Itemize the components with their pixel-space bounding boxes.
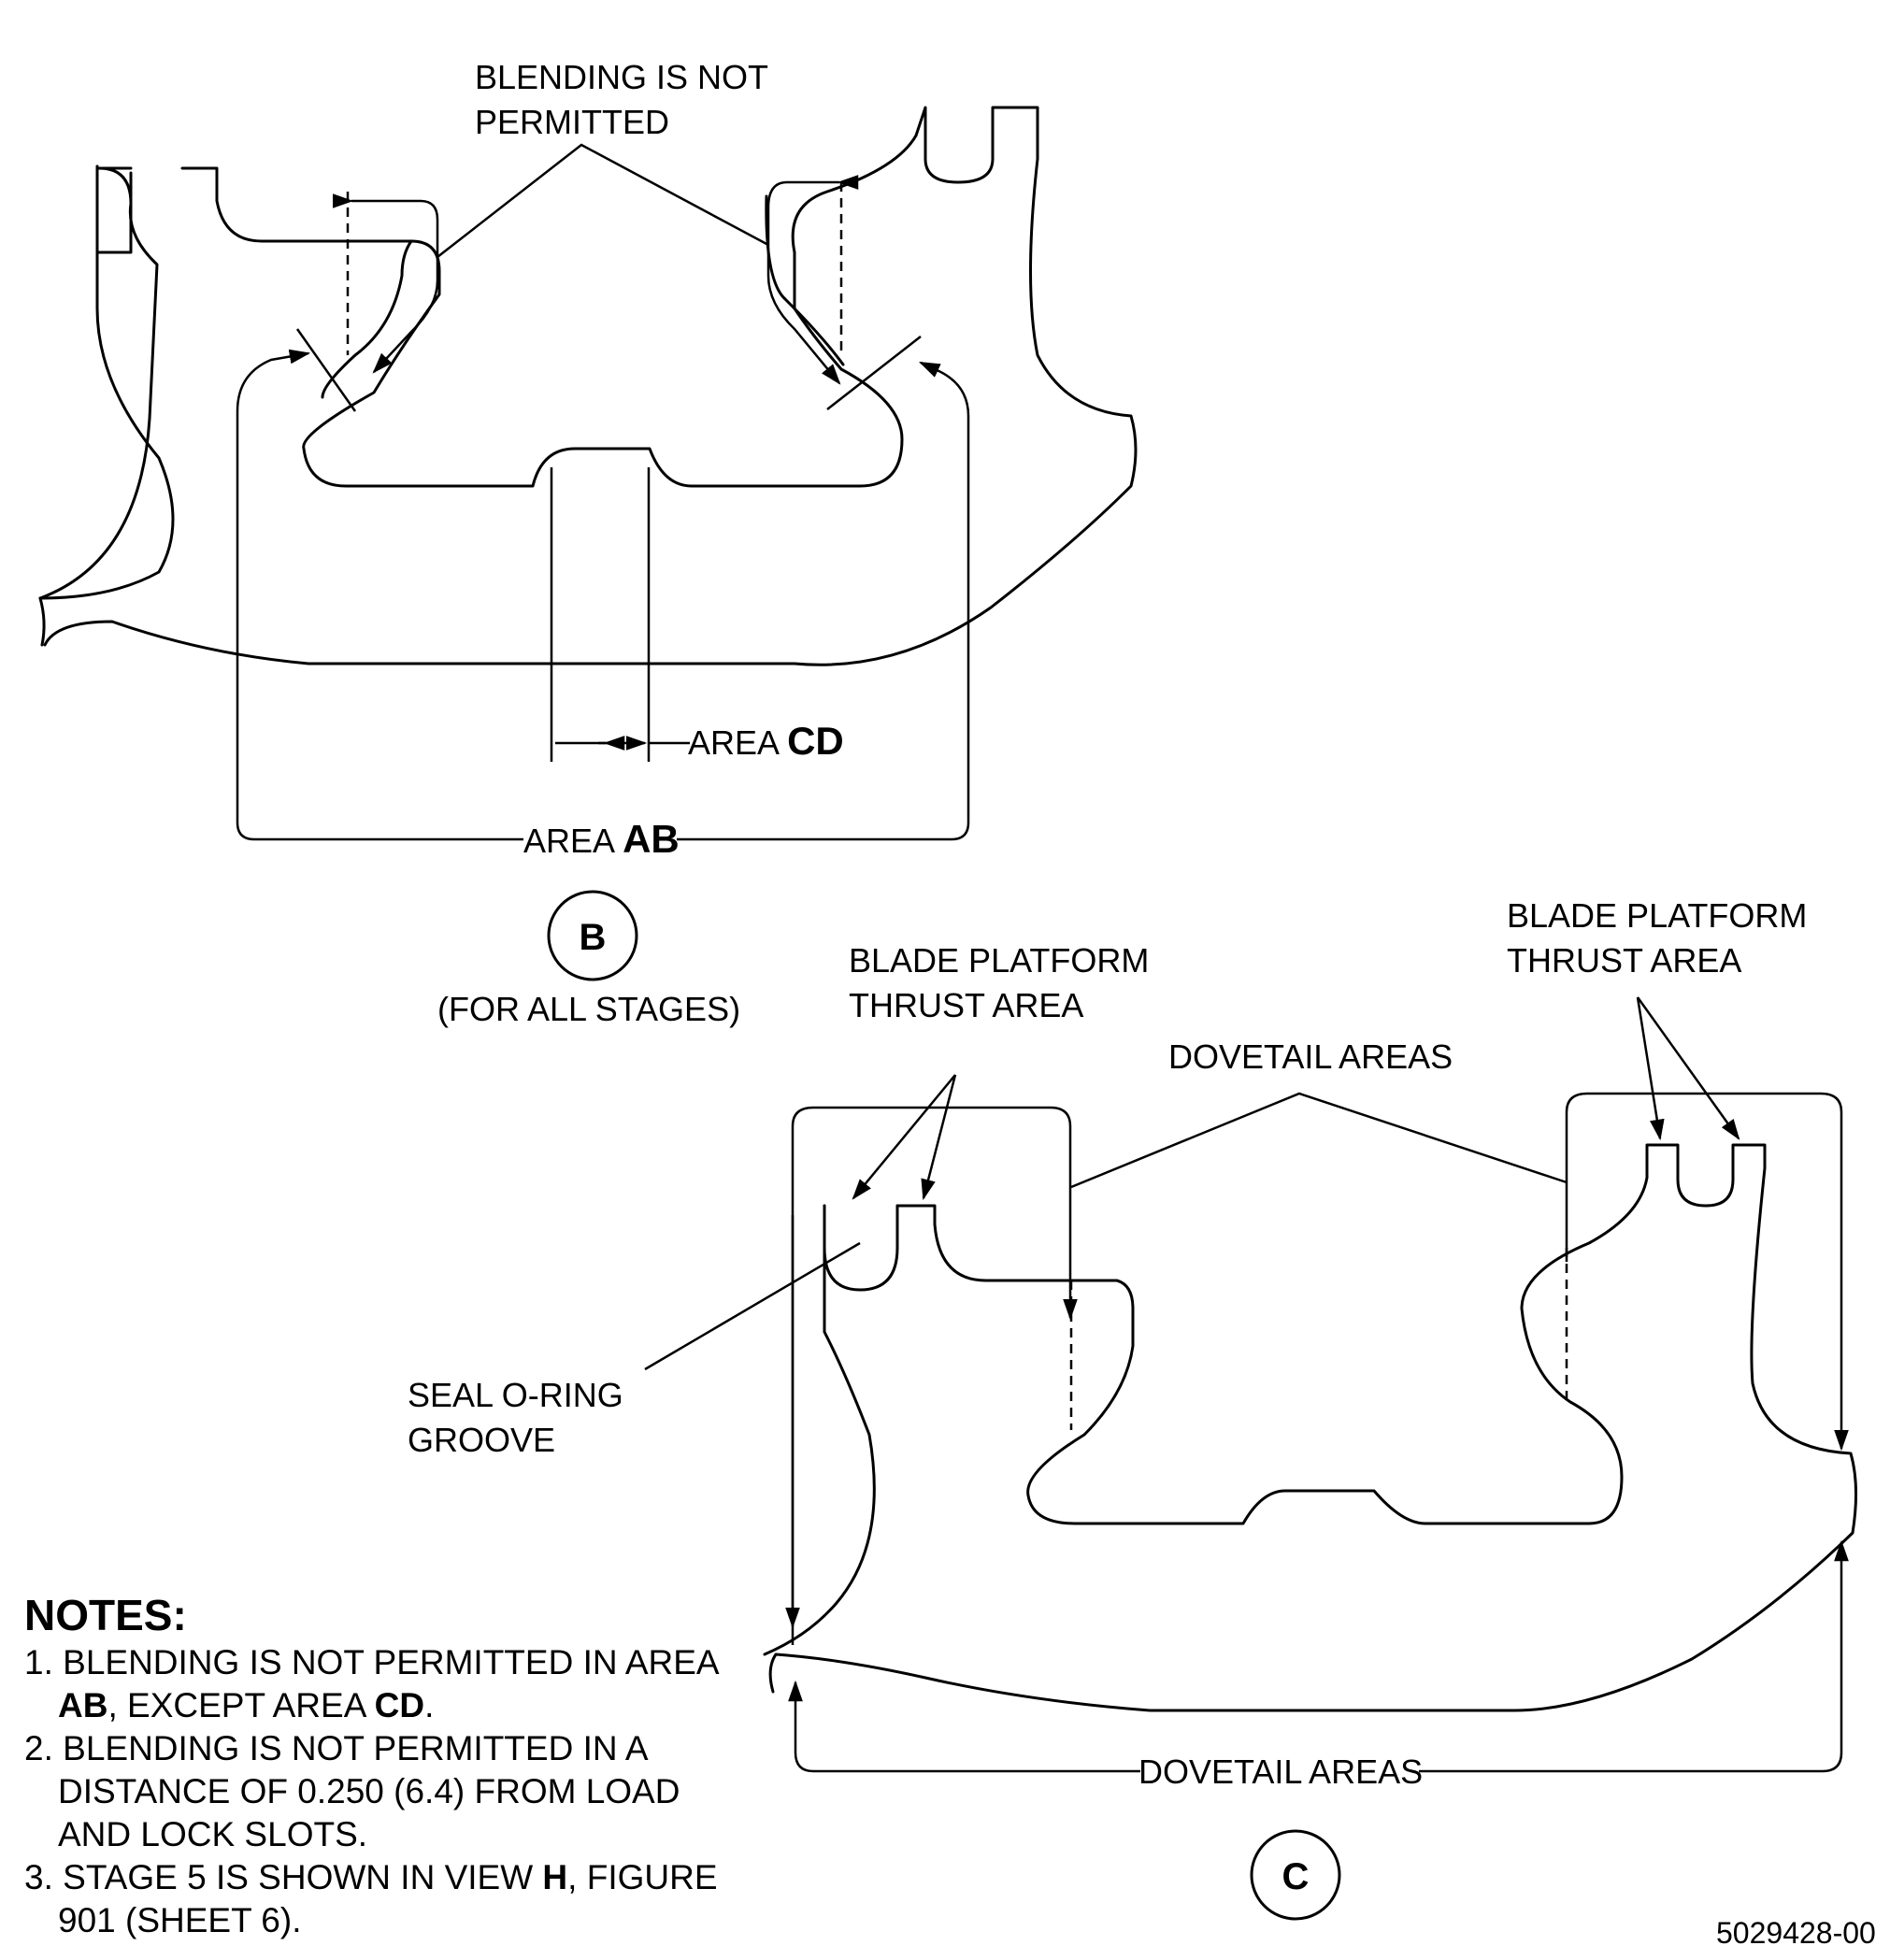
c-seal-leader — [644, 1241, 861, 1371]
left-blade-root — [95, 165, 413, 243]
c-bottom-bracket-left — [788, 1680, 1140, 1773]
c-dovetail-top-label: DOVETAIL AREAS — [1168, 1037, 1453, 1076]
right-root-hook — [765, 194, 845, 366]
c-dovetail-bottom-label: DOVETAIL AREAS — [1138, 1753, 1423, 1791]
c-platform-left-arrow-1 — [852, 1074, 956, 1200]
area-cd-label: AREA CD — [688, 719, 844, 763]
c-platform-left-line-1: BLADE PLATFORM — [849, 941, 1149, 980]
left-blade-root-profile — [38, 168, 175, 600]
right-not-permitted-arrow — [766, 175, 859, 385]
c-seal-line-1: SEAL O-RING — [408, 1376, 623, 1414]
view-b-callout-circle — [547, 890, 638, 981]
note-1: 1. BLENDING IS NOT PERMITTED IN AREA AB,… — [24, 1643, 718, 1724]
blending-label-line-1: BLENDING IS NOT — [475, 58, 768, 96]
blending-label-line-2: PERMITTED — [475, 103, 669, 141]
c-left-blade — [768, 1143, 1858, 1712]
left-not-permitted-arrow — [332, 193, 439, 374]
notes-block: NOTES: 1. BLENDING IS NOT PERMITTED IN A… — [24, 1589, 735, 1942]
note-3: 3. STAGE 5 IS SHOWN IN VIEW H, FIGURE 90… — [24, 1858, 718, 1939]
right-blade-root — [43, 106, 1138, 666]
c-platform-right-arrow-1 — [1636, 996, 1665, 1141]
c-top-left-bracket — [791, 1106, 1078, 1645]
area-ab-label: AREA AB — [523, 817, 680, 861]
view-c-letter: C — [1282, 1856, 1310, 1897]
disk-bottom-break — [38, 596, 46, 647]
view-c-callout-circle — [1250, 1829, 1341, 1921]
c-platform-left-arrow-2 — [921, 1074, 957, 1201]
figure-number: 5029428-00 — [1716, 1916, 1876, 1950]
note-2: 2. BLENDING IS NOT PERMITTED IN A DISTAN… — [24, 1729, 680, 1853]
right-tick — [826, 336, 922, 410]
c-platform-right-line-1: BLADE PLATFORM — [1507, 896, 1807, 935]
left-root-hook — [321, 239, 413, 399]
area-ab-bracket-right — [677, 361, 970, 841]
area-ab-bracket — [236, 349, 523, 841]
view-b-drawing — [38, 106, 1138, 841]
c-top-right-bracket — [1565, 1092, 1849, 1452]
c-dovetail-leader — [1070, 1092, 1568, 1189]
notes-title: NOTES: — [24, 1591, 187, 1639]
c-seal-line-2: GROOVE — [408, 1421, 555, 1459]
c-bottom-bracket-right — [1419, 1539, 1849, 1773]
blending-leader — [437, 143, 769, 258]
view-b-letter: B — [580, 917, 607, 958]
c-left-disk — [763, 1204, 876, 1656]
view-b-caption: (FOR ALL STAGES) — [437, 990, 740, 1028]
left-tick — [295, 328, 357, 412]
c-platform-left-line-2: THRUST AREA — [849, 986, 1083, 1024]
disk-center-profile — [302, 239, 904, 488]
left-disk-slot — [95, 165, 133, 254]
view-c-drawing — [644, 996, 1858, 1773]
c-platform-right-line-2: THRUST AREA — [1507, 941, 1741, 980]
c-platform-right-arrow-2 — [1636, 996, 1740, 1140]
